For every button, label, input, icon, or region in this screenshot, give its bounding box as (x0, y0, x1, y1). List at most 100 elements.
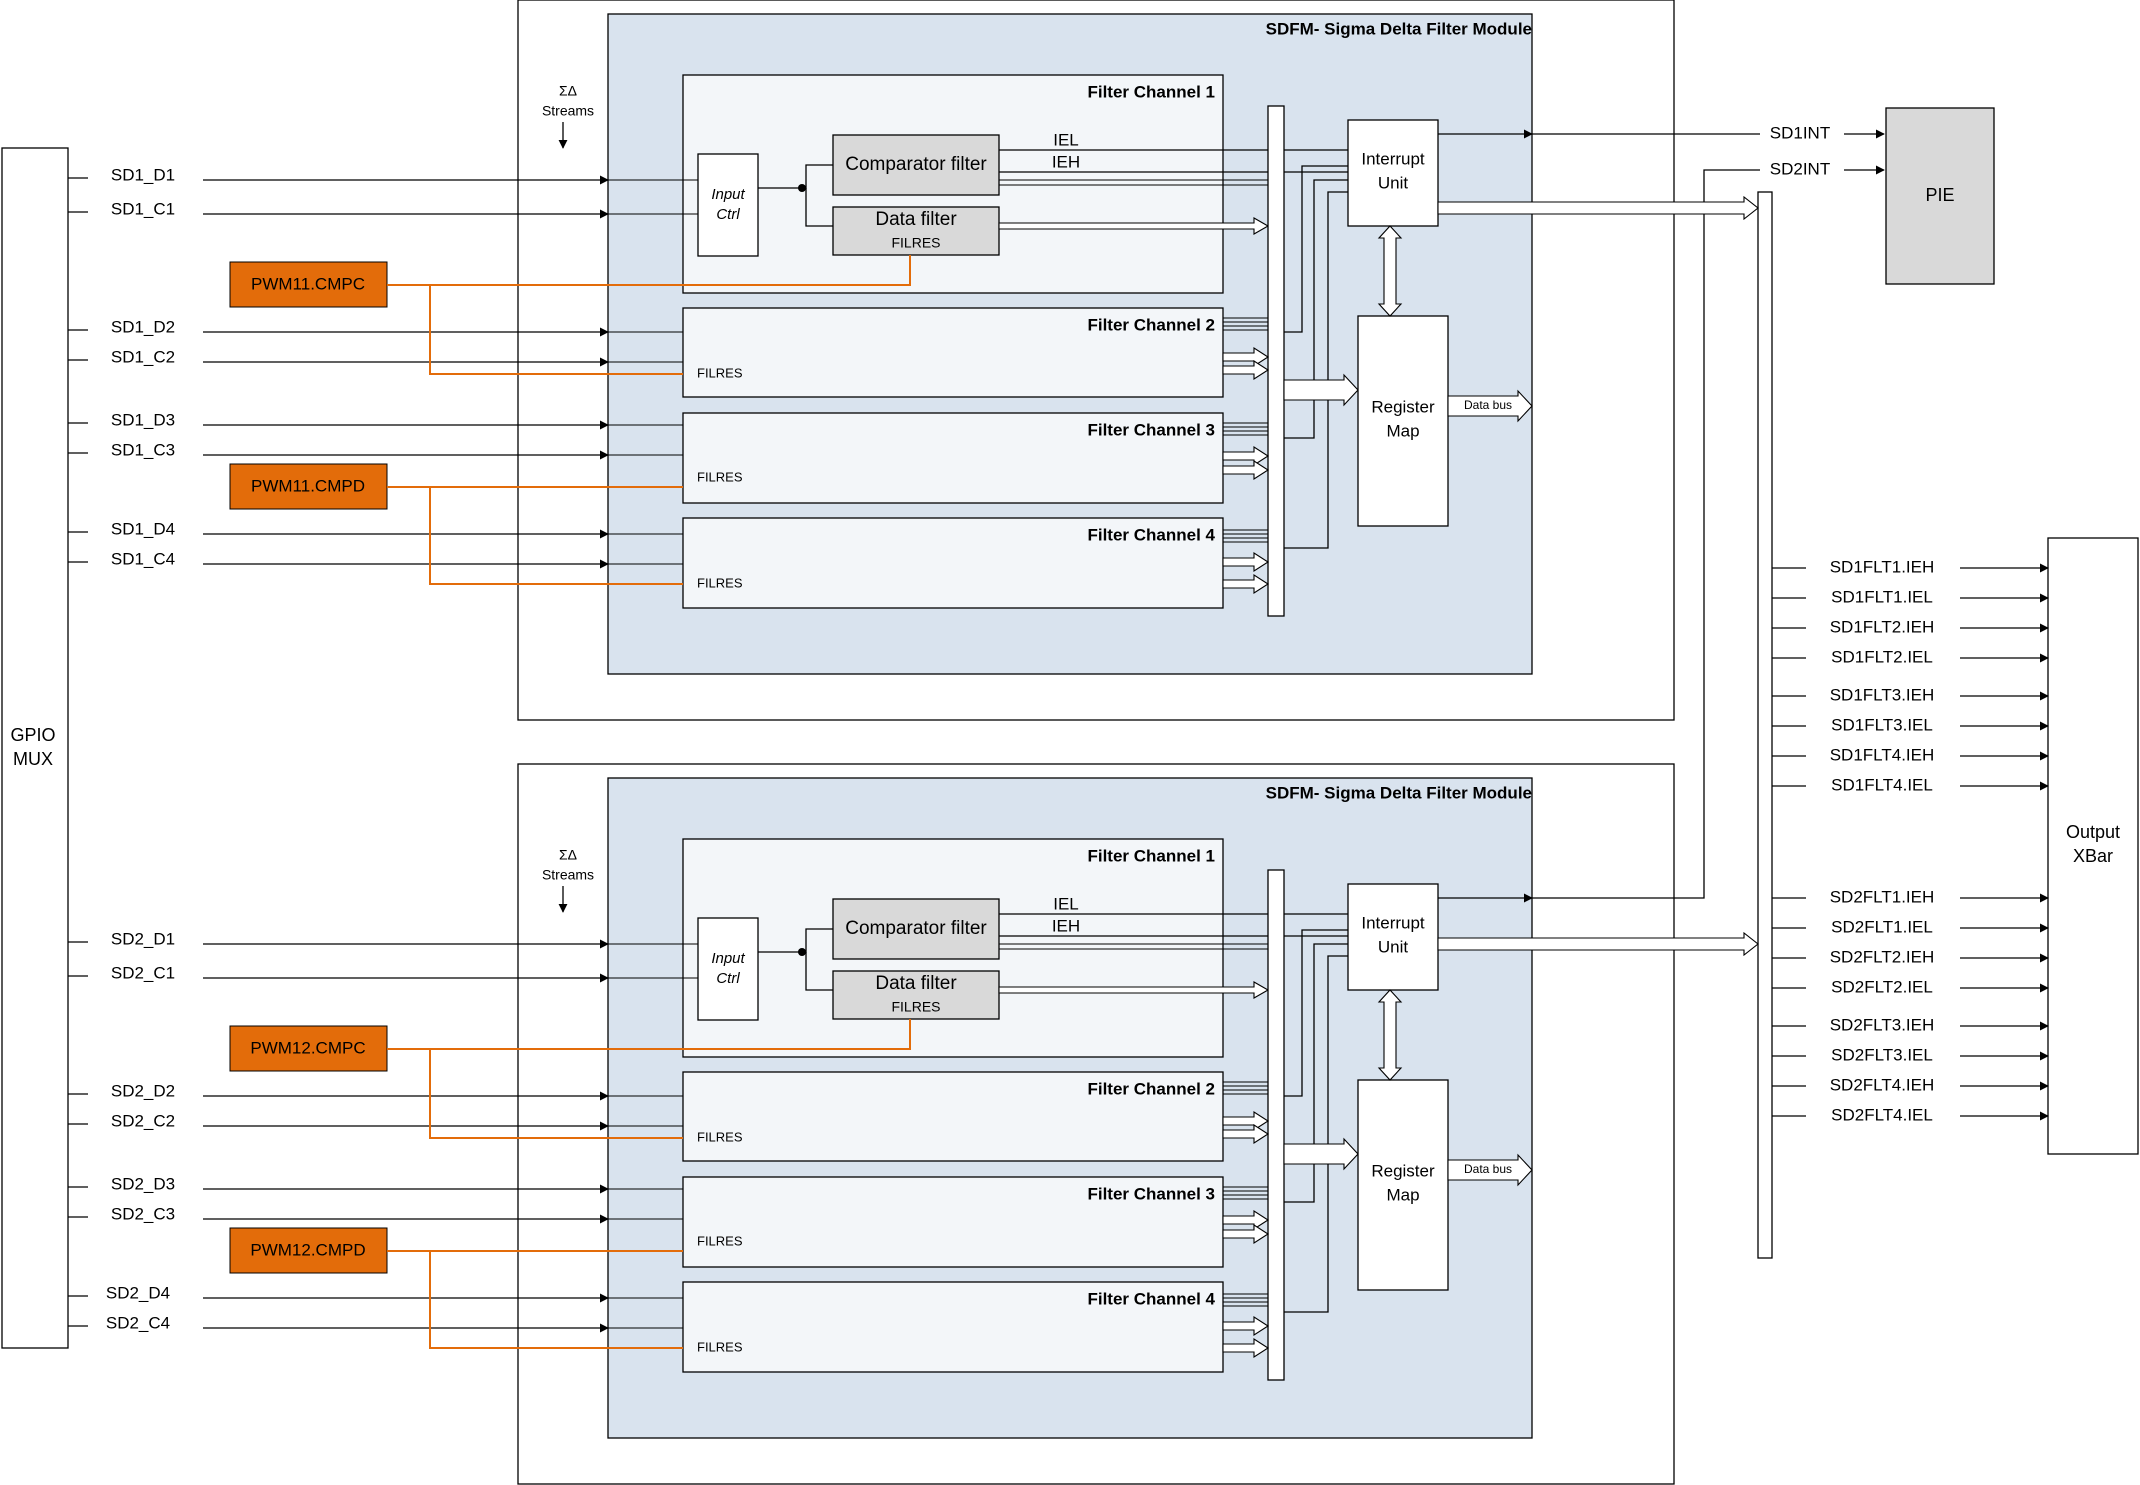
xbar-signal-label: SD2FLT4.IEH (1830, 1075, 1935, 1094)
channel-output-arrow (1222, 1337, 1270, 1359)
filter-channel-1-title: Filter Channel 1 (1087, 846, 1215, 865)
sd-input-label: SD2_C3 (111, 1204, 175, 1223)
comparator-filter-block (832, 134, 1000, 196)
channel-output-arrow (1222, 1110, 1270, 1132)
filres-label: FILRES (697, 469, 743, 484)
filter-channel-2 (682, 1071, 1224, 1162)
output-xbar-block (2047, 537, 2139, 1155)
pwm-label: PWM12.CMPC (250, 1038, 365, 1057)
connector-line (802, 928, 833, 953)
sd-input-label: SD1_C1 (111, 199, 175, 218)
connector-line (1284, 929, 1348, 1097)
channel-output-arrow (1222, 359, 1270, 381)
xbar-signal-label: SD1FLT2.IEL (1831, 647, 1933, 666)
xbar-signal-label: SD2FLT1.IEH (1830, 887, 1935, 906)
data-filter-label: Data filter (875, 209, 957, 230)
sd-input-label: SD2_D3 (111, 1174, 175, 1193)
pwm-trigger-line (429, 1049, 683, 1139)
pwm-block (229, 1227, 388, 1274)
data-filter-output (998, 981, 1270, 999)
comparator-filter-label: Comparator filter (845, 918, 987, 939)
xbar-signal-label: SD1FLT1.IEH (1830, 557, 1935, 576)
channel-output-arrow (1222, 551, 1270, 573)
connector-line (805, 188, 833, 227)
connector-line (1284, 165, 1348, 333)
collector-to-register-arrow (1283, 1137, 1359, 1171)
sd-input-label: SD2_C2 (111, 1111, 175, 1130)
data-bus-label: Data bus (1464, 1162, 1512, 1176)
pwm-label: PWM11.CMPD (251, 476, 365, 495)
comparator-filter-block (832, 898, 1000, 960)
xbar-signal-label: SD1FLT1.IEL (1831, 587, 1933, 606)
connector-line (802, 164, 833, 189)
connector-line (1284, 191, 1348, 549)
xbar-signal-label: SD2FLT1.IEL (1831, 917, 1933, 936)
input-ctrl-block (697, 917, 759, 1021)
xbar-signal-label: SD2FLT2.IEH (1830, 947, 1935, 966)
interrupt-to-xbar-arrow-2 (1437, 931, 1759, 957)
connector-line (1284, 955, 1348, 1313)
ieh-label: IEH (1052, 152, 1080, 171)
sd-input-label: SD2_C1 (111, 963, 175, 982)
sd2int-route (1532, 169, 1760, 899)
sd-input-label: SD2_C4 (106, 1313, 170, 1332)
filter-channel-1-title: Filter Channel 1 (1087, 82, 1215, 101)
data-bus-label: Data bus (1464, 398, 1512, 412)
filter-channel-4 (682, 517, 1224, 609)
sd-input-label: SD2_D2 (111, 1081, 175, 1100)
ieh-label: IEH (1052, 916, 1080, 935)
interrupt-unit-block (1347, 119, 1439, 227)
pwm-trigger-line (429, 285, 683, 375)
channel-output-arrow (1222, 445, 1270, 467)
module-title: SDFM- Sigma Delta Filter Module (1266, 783, 1532, 802)
filres-label: FILRES (697, 365, 743, 380)
interrupt-unit-block (1347, 883, 1439, 991)
channel-collector-bar (1267, 869, 1285, 1381)
interrupt-register-link (1377, 989, 1403, 1081)
channel-output-arrow (1222, 573, 1270, 595)
sd-input-label: SD1_D3 (111, 410, 175, 429)
pwm-block (229, 463, 388, 510)
register-map-block (1357, 315, 1449, 527)
filter-channel-3-title: Filter Channel 3 (1087, 420, 1215, 439)
sd2int-label: SD2INT (1770, 159, 1830, 178)
xbar-signal-label: SD1FLT4.IEH (1830, 745, 1935, 764)
channel-output-arrow (1222, 1223, 1270, 1245)
xbar-signal-label: SD2FLT3.IEL (1831, 1045, 1933, 1064)
filter-channel-2-title: Filter Channel 2 (1087, 315, 1215, 334)
pwm-trigger-line (387, 1019, 911, 1050)
data-bus-arrow (1447, 389, 1533, 423)
sd-input-label: SD1_D2 (111, 317, 175, 336)
register-map-block (1357, 1079, 1449, 1291)
channel-output-arrow (1222, 459, 1270, 481)
pwm-trigger-line (429, 1251, 683, 1349)
filres-label: FILRES (697, 1129, 743, 1144)
interrupt-register-link (1377, 225, 1403, 317)
data-filter-filres: FILRES (891, 999, 940, 1015)
channel-output-arrow (1222, 1209, 1270, 1231)
filres-label: FILRES (697, 575, 743, 590)
filres-label: FILRES (697, 1339, 743, 1354)
iel-label: IEL (1053, 130, 1079, 149)
filter-channel-3-title: Filter Channel 3 (1087, 1184, 1215, 1203)
connector-line (805, 952, 833, 991)
pwm-label: PWM12.CMPD (250, 1240, 365, 1259)
module-title: SDFM- Sigma Delta Filter Module (1266, 19, 1532, 38)
collector-to-register-arrow (1283, 373, 1359, 407)
filter-channel-2 (682, 307, 1224, 398)
sd-input-label: SD1_C4 (111, 549, 175, 568)
filter-channel-3 (682, 412, 1224, 504)
xbar-signal-label: SD1FLT2.IEH (1830, 617, 1935, 636)
sd-input-label: SD2_D4 (106, 1283, 170, 1302)
data-bus-arrow (1447, 1153, 1533, 1187)
